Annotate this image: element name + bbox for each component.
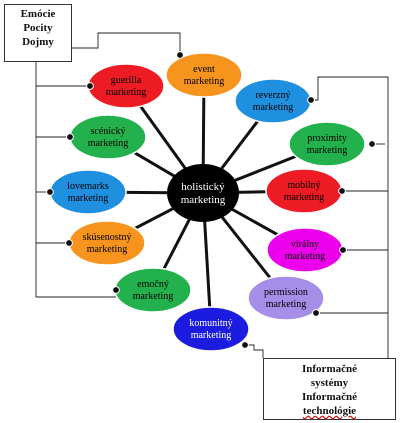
node-permission-label-2: marketing (266, 299, 307, 310)
wire-emotions-event (72, 32, 181, 55)
emotions-line-2: Pocity (23, 22, 53, 34)
emotions-line-1: Emócie (20, 8, 56, 20)
is-line-1: Informačné (302, 363, 357, 375)
node-viralny-label-1: virálny (291, 239, 319, 250)
node-scenicky-label-1: scénický (91, 126, 126, 137)
node-mobilny-label-2: marketing (284, 192, 325, 203)
node-mobilny-shape (265, 168, 343, 214)
dot-event (176, 51, 184, 59)
node-scenicky-shape (69, 114, 147, 160)
node-skusenostny-shape (68, 220, 146, 266)
node-komunitny-shape (172, 306, 250, 352)
is-line-4: technológie (302, 405, 357, 417)
node-guerilla-label-2: marketing (106, 87, 147, 98)
dot-reverzny (307, 96, 315, 104)
node-reverzny-label-1: reverzný (256, 90, 291, 101)
node-event-label-2: marketing (184, 76, 225, 87)
node-skusenostny-label-1: skúsenostný (83, 232, 132, 243)
node-viralny-shape (266, 227, 344, 273)
node-emocny-label-1: emočný (137, 279, 169, 290)
node-emocny-shape (114, 267, 192, 313)
node-guerilla-shape (87, 63, 165, 109)
dot-proximity (368, 140, 376, 148)
is-line-3: Informačné (302, 391, 357, 403)
dot-scenicky (66, 133, 74, 141)
information-systems-box: Informačné systémy Informačné technológi… (263, 358, 396, 420)
wire-is-komunitny (245, 344, 264, 358)
node-guerilla-label-1: guerilla (111, 75, 142, 86)
node-skusenostny-label-2: marketing (87, 244, 128, 255)
center-label-2: marketing (181, 194, 226, 206)
node-scenicky-label-2: marketing (88, 138, 129, 149)
node-viralny-label-2: marketing (285, 251, 326, 262)
center-shape (167, 164, 239, 222)
node-komunitny-label-1: komunitný (189, 318, 232, 329)
is-line-2: systémy (310, 377, 349, 389)
dot-permission (312, 309, 320, 317)
dot-guerilla (86, 82, 94, 90)
node-reverzny-shape (234, 78, 312, 124)
node-proximity-label-1: proximity (307, 133, 346, 144)
node-proximity-shape (288, 121, 366, 167)
node-proximity-label-2: marketing (307, 145, 348, 156)
dot-emocny (112, 286, 120, 294)
node-lovemarks-label-2: marketing (68, 193, 109, 204)
node-event-label-1: event (193, 64, 215, 75)
node-event-shape (165, 52, 243, 98)
connector-dots (46, 51, 376, 349)
node-mobilny-label-1: mobilný (287, 180, 320, 191)
node-reverzny-label-2: marketing (253, 102, 294, 113)
emotions-line-3: Dojmy (22, 36, 54, 48)
node-permission-shape (247, 275, 325, 321)
dot-viralny (339, 246, 347, 254)
dot-komunitny (241, 341, 249, 349)
dot-skusenostny (65, 239, 73, 247)
center-label-1: holistický (181, 181, 225, 193)
node-lovemarks-label-1: lovemarks (67, 181, 109, 192)
node-emocny-label-2: marketing (133, 291, 174, 302)
node-komunitny-label-2: marketing (191, 330, 232, 341)
node-lovemarks-shape (49, 169, 127, 215)
nodes: eventmarketingreverznýmarketingproximity… (49, 52, 366, 352)
dot-mobilny (338, 187, 346, 195)
node-permission-label-1: permission (264, 287, 308, 298)
emotions-box: Emócie Pocity Dojmy (4, 4, 72, 62)
dot-lovemarks (46, 188, 54, 196)
